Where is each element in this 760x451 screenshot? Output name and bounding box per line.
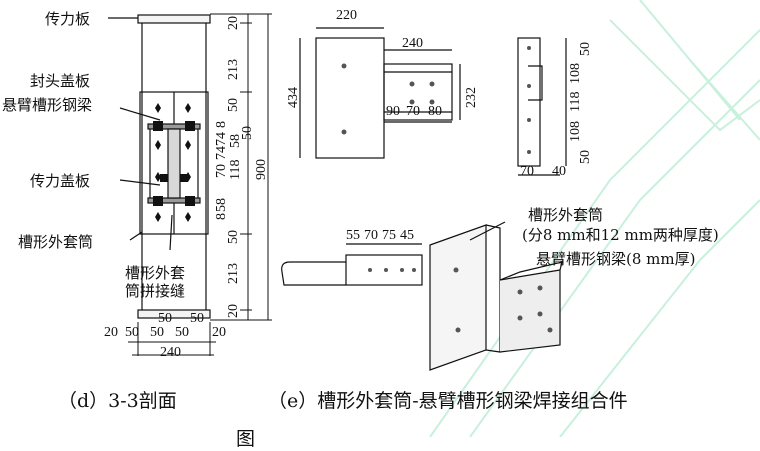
dim-74-b: 74 <box>214 132 229 146</box>
dim-e-240: 240 <box>402 36 423 51</box>
dim-unfold-45: 45 <box>400 228 414 243</box>
dim-e-90: 90 <box>386 104 400 119</box>
dim-bottom-50-b: 50 <box>150 325 164 340</box>
dim-unfold-70: 70 <box>364 228 378 243</box>
dim-side-70: 70 <box>520 164 534 179</box>
dim-20-top: 20 <box>226 16 241 30</box>
dim-8-a: 8 <box>214 121 229 128</box>
dim-e-220: 220 <box>336 8 357 23</box>
section-d-bolts <box>153 103 195 222</box>
dim-side-118: 118 <box>568 91 583 112</box>
label-end-cover: 封头盖板 <box>30 72 91 90</box>
dim-bottom-50-top-b: 50 <box>190 311 204 326</box>
dim-bottom-20-left: 20 <box>104 325 118 340</box>
dim-74-a: 74 <box>214 146 229 160</box>
dim-20-bottom: 20 <box>226 304 241 318</box>
dim-unfold-75: 75 <box>382 228 396 243</box>
label-cantilever-beam: 悬臂槽形钢梁 <box>2 96 93 114</box>
figure-caption: 图 <box>236 428 256 450</box>
section-d-drawing <box>108 14 211 319</box>
label-sleeve: 槽形外套筒 <box>528 206 604 224</box>
dim-8-b: 8 <box>214 213 229 220</box>
section-e-drawing <box>281 27 567 371</box>
dim-70: 70 <box>214 164 229 178</box>
dim-bottom-50-top-a: 50 <box>158 311 172 326</box>
dim-213-bottom: 213 <box>226 263 241 284</box>
dim-50-b: 50 <box>240 126 255 140</box>
dim-e-70: 70 <box>406 104 420 119</box>
caption-e: （e）槽形外套筒-悬臂槽形钢梁焊接组合件 <box>268 390 628 412</box>
dim-50-c: 50 <box>226 230 241 244</box>
label-seam-2: 筒拼接缝 <box>125 282 186 300</box>
dim-bottom-50-c: 50 <box>175 325 189 340</box>
dim-total-240: 240 <box>160 345 181 360</box>
dim-900: 900 <box>254 159 269 180</box>
dim-118: 118 <box>228 159 243 180</box>
dim-e-434: 434 <box>286 87 301 108</box>
label-force-cover: 传力盖板 <box>30 172 91 190</box>
dim-e-232: 232 <box>464 87 479 108</box>
dim-side-50-top: 50 <box>578 42 593 56</box>
dim-side-40: 40 <box>552 164 566 179</box>
dim-e-80: 80 <box>428 104 442 119</box>
dim-side-50-bottom: 50 <box>578 150 593 164</box>
dim-58-b: 58 <box>214 198 229 212</box>
dim-213-top: 213 <box>226 59 241 80</box>
watermark-lines <box>429 0 760 437</box>
section-e-bolts <box>341 46 553 333</box>
dim-bottom-20-right: 20 <box>212 325 226 340</box>
dim-unfold-55: 55 <box>346 228 360 243</box>
label-force-plate: 传力板 <box>45 10 91 28</box>
label-seam-1: 槽形外套 <box>125 264 186 282</box>
drawing-layer <box>108 0 760 437</box>
section-d-dimensions <box>128 13 272 356</box>
label-sleeve-note: (分8 mm和12 mm两种厚度) <box>522 226 719 244</box>
dim-50-a: 50 <box>226 98 241 112</box>
label-beam: 悬臂槽形钢梁(8 mm厚) <box>536 250 696 268</box>
label-channel-sleeve: 槽形外套筒 <box>18 233 94 251</box>
caption-d: （d）3-3剖面 <box>58 390 177 412</box>
dim-side-108-a: 108 <box>568 63 583 84</box>
dim-side-108-b: 108 <box>568 121 583 142</box>
dim-bottom-50-a: 50 <box>125 325 139 340</box>
